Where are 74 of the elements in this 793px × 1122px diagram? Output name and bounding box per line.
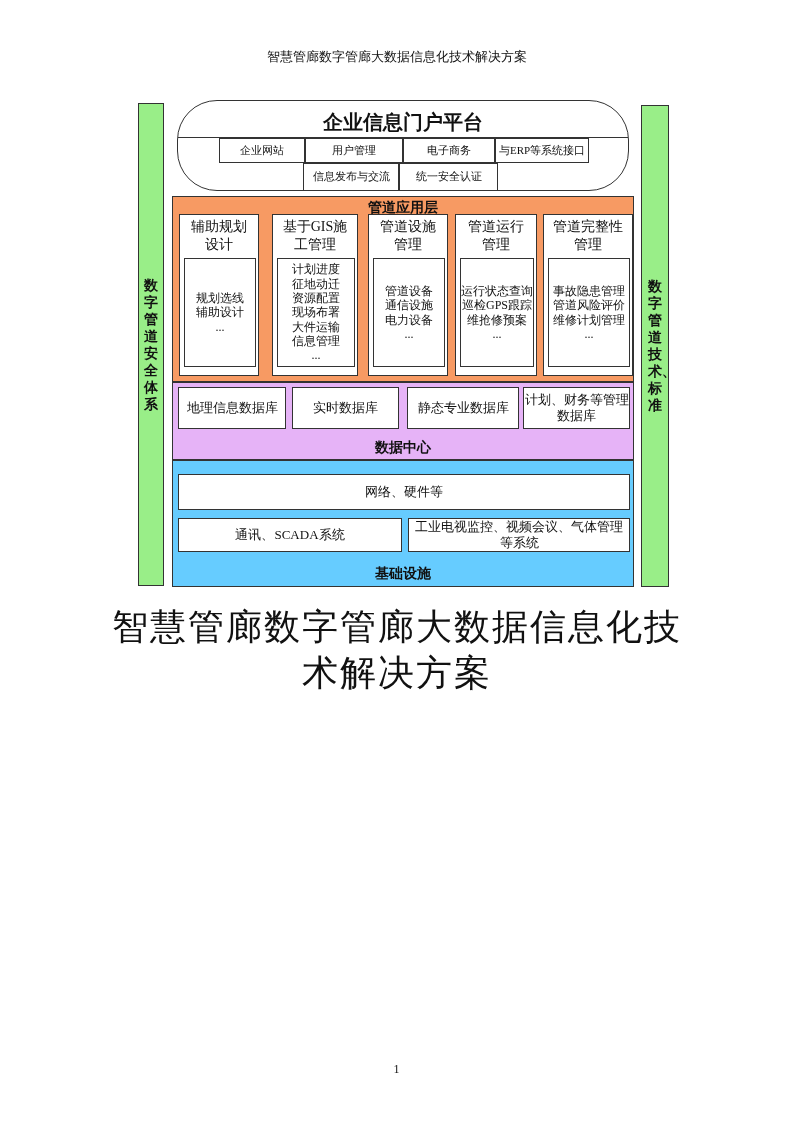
component-box (292, 387, 399, 429)
module-column (455, 214, 537, 376)
component-name: 计划、财务等管理数据库 (524, 392, 629, 424)
item-list-box (373, 258, 445, 367)
list-item: ... (492, 326, 502, 342)
side-bar (138, 103, 164, 586)
list-item: 大件运输 (292, 319, 340, 335)
list-item: 征地动迁 (292, 276, 340, 291)
layer-title: 管道应用层 (367, 199, 439, 217)
layer-panel (172, 196, 634, 382)
module-column (368, 214, 448, 376)
module-box (305, 138, 403, 163)
component-box (407, 387, 519, 429)
column-heading: 辅助规划设计 (190, 218, 248, 254)
component-box (178, 387, 286, 429)
component-name: 静态专业数据库 (417, 400, 509, 416)
list-item: 计划进度 (292, 262, 340, 277)
portal-title: 企业信息门户平台 (322, 110, 484, 135)
module-name: 信息发布与交流 (312, 170, 390, 184)
bar-title: 数字管道安全体系 (143, 276, 159, 413)
list-item: 维抢修预案 (467, 312, 527, 327)
list-item: ... (404, 326, 414, 342)
module-name: 与ERP等系统接口 (498, 143, 586, 158)
component-box (178, 518, 402, 552)
list-item: 现场布署 (292, 305, 340, 320)
page-header: 智慧管廊数字管廊大数据信息化技术解决方案 (265, 48, 528, 66)
module-box (219, 138, 305, 163)
layer-title: 基础设施 (374, 565, 432, 583)
layer-panel (172, 460, 634, 587)
list-item: 维修计划管理 (553, 312, 625, 327)
document-title: 智慧管廊数字管廊大数据信息化技术解决方案 (110, 606, 683, 695)
list-item: 规划选线 (196, 290, 244, 306)
list-item: 事故隐患管理 (553, 283, 625, 299)
list-item: 信息管理 (292, 334, 340, 349)
list-item: 运行状态查询 (461, 283, 533, 299)
module-column (272, 214, 358, 376)
list-item: 电力设备 (385, 312, 433, 327)
component-name: 工业电视监控、视频会议、气体管理等系统 (414, 519, 624, 551)
list-item: 巡检GPS跟踪 (462, 298, 532, 313)
module-name: 统一安全认证 (415, 170, 482, 184)
module-column (543, 214, 633, 376)
list-item: 管道设备 (385, 283, 433, 299)
list-item: 资源配置 (292, 290, 340, 306)
item-list-box (548, 258, 630, 367)
list-item: ... (215, 319, 225, 335)
component-name: 地理信息数据库 (186, 400, 278, 416)
column-heading: 管道完整性管理 (552, 218, 624, 254)
list-item: 通信设施 (385, 298, 433, 313)
component-name: 网络、硬件等 (365, 484, 443, 500)
page-number: 1 (392, 1062, 401, 1077)
module-box (303, 163, 399, 191)
column-heading: 管道设施管理 (379, 218, 437, 254)
layer-panel (172, 382, 634, 460)
module-box (403, 138, 495, 163)
item-list-box (460, 258, 534, 367)
component-box (178, 474, 630, 510)
item-list-box (277, 258, 355, 367)
component-name: 实时数据库 (313, 400, 378, 416)
module-name: 企业网站 (240, 143, 284, 158)
module-box (495, 138, 589, 163)
module-box (399, 163, 498, 191)
module-name: 用户管理 (332, 143, 376, 158)
item-list-box (184, 258, 256, 367)
module-name: 电子商务 (427, 143, 471, 158)
module-column (179, 214, 259, 376)
layer-title: 数据中心 (374, 439, 432, 457)
list-item: ... (311, 348, 321, 363)
list-item: ... (584, 326, 594, 342)
list-item: 辅助设计 (196, 305, 244, 320)
column-heading: 基于GIS施工管理 (281, 218, 349, 254)
side-bar (641, 105, 669, 587)
list-item: 管道风险评价 (553, 298, 625, 313)
component-name: 通讯、SCADA系统 (235, 527, 345, 543)
column-heading: 管道运行管理 (467, 218, 525, 254)
